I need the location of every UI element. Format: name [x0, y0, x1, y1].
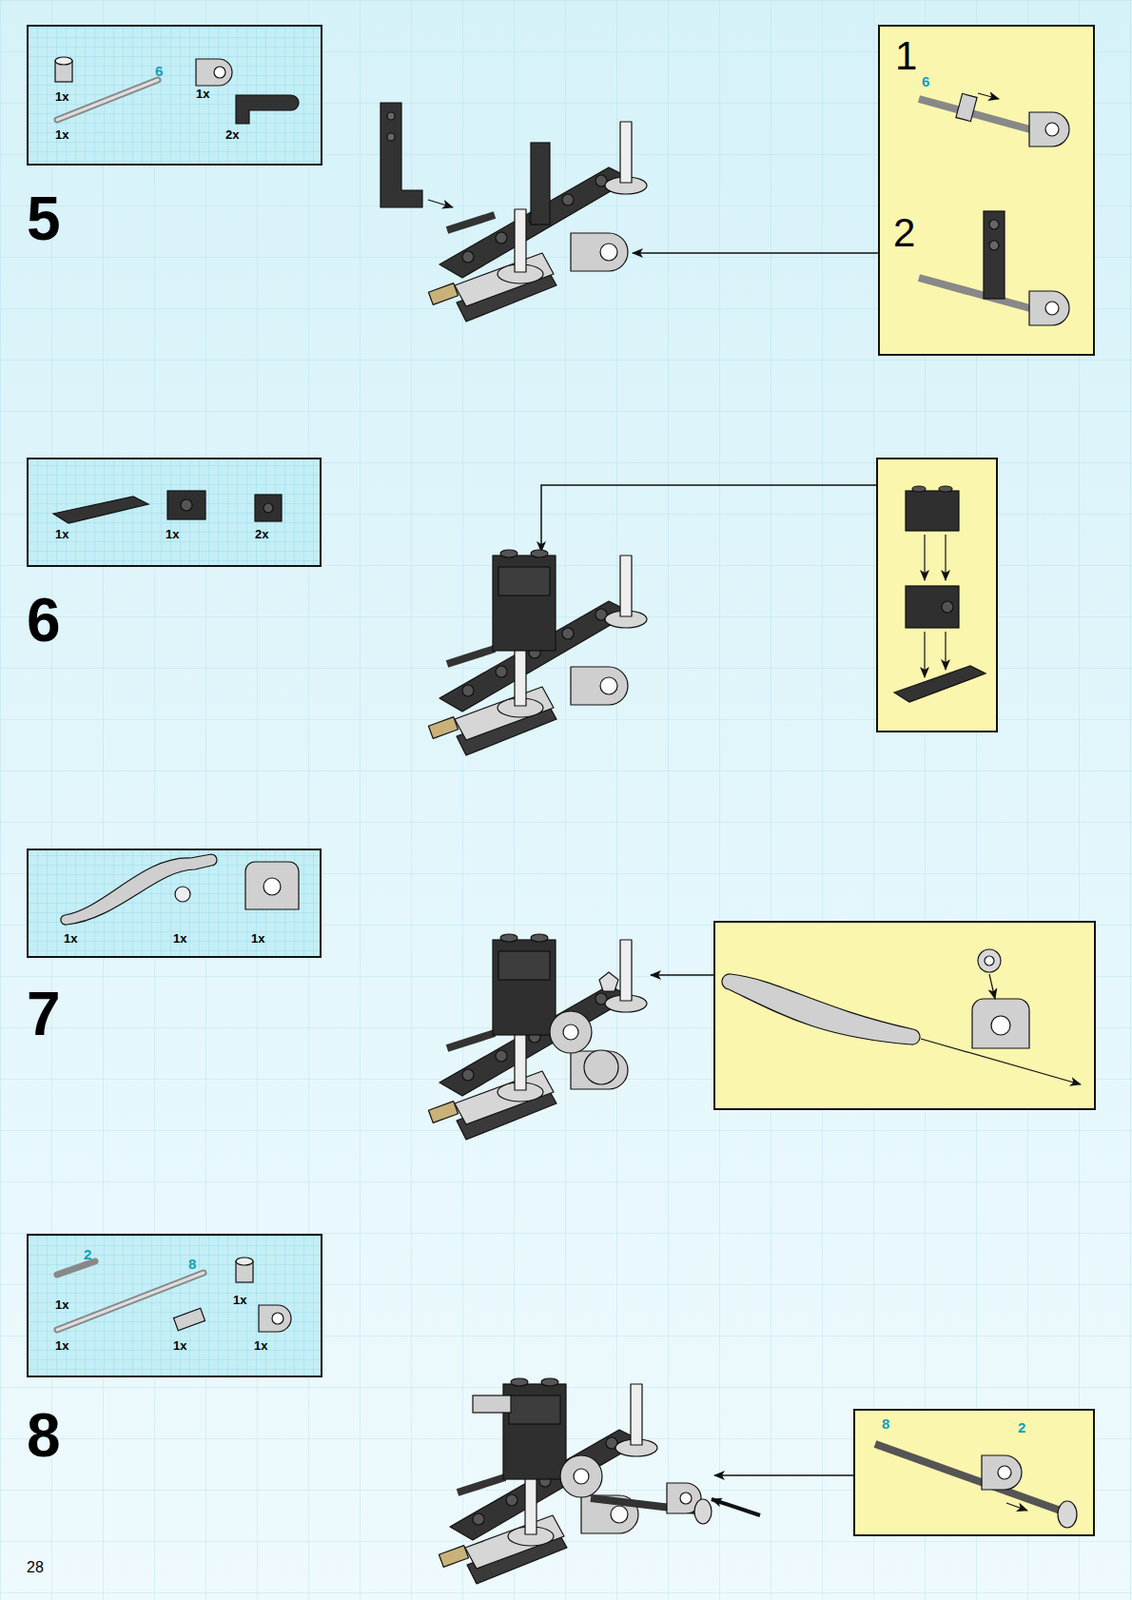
length-label: 2	[83, 1247, 92, 1264]
parts-box: 1x 6 1x 1x 2x	[26, 24, 323, 166]
quantity-label: 1x	[195, 87, 210, 101]
quantity-label: 1x	[55, 1298, 69, 1312]
sub-step-callout: 16 2	[878, 24, 1095, 356]
parts-box: 2 8 1x 1x 1x 1x 1x	[26, 1233, 323, 1378]
sub-step-number: 1	[895, 34, 918, 79]
quantity-label: 2x	[225, 128, 239, 142]
length-label: 8	[188, 1256, 196, 1273]
quantity-label: 1x	[165, 527, 179, 542]
length-label: 2	[1017, 1420, 1026, 1437]
quantity-label: 1x	[55, 90, 69, 104]
quantity-label: 1x	[55, 527, 69, 542]
quantity-label: 1x	[251, 932, 265, 946]
length-label: 8	[881, 1416, 890, 1433]
quantity-label: 1x	[253, 1339, 268, 1353]
quantity-label: 1x	[233, 1293, 247, 1308]
quantity-label: 1x	[63, 932, 78, 946]
step-number: 8	[26, 1405, 61, 1466]
quantity-label: 1x	[55, 1339, 69, 1353]
sub-step-callout: 82	[853, 1408, 1095, 1537]
quantity-label: 1x	[173, 1339, 187, 1353]
sub-step-number: 2	[893, 211, 916, 255]
parts-box: 1x 1x 2x	[26, 457, 322, 567]
step-number: 7	[26, 983, 61, 1045]
step-number: 6	[26, 589, 61, 651]
step-number: 5	[26, 188, 61, 250]
quantity-label: 1x	[173, 932, 187, 946]
length-label: 6	[921, 74, 930, 91]
page-number: 28	[26, 1560, 44, 1576]
parts-box: 1x 1x 1x	[26, 848, 322, 958]
quantity-label: 1x	[55, 128, 69, 142]
length-label: 6	[155, 63, 163, 80]
quantity-label: 2x	[254, 527, 269, 542]
